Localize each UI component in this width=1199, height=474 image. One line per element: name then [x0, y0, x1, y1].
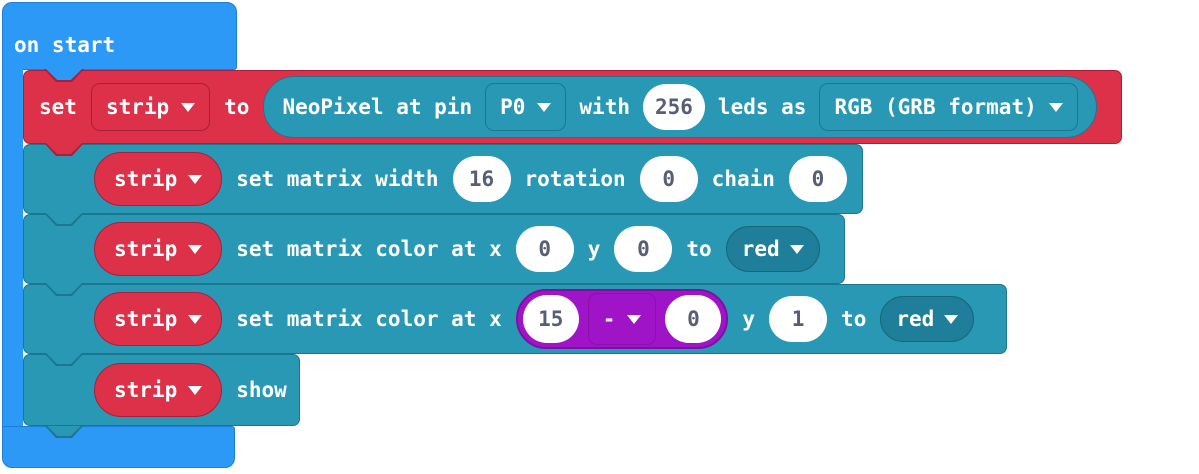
set-matrix-width-label: set matrix width [236, 167, 439, 191]
operand-b-input[interactable]: 0 [665, 295, 722, 343]
dropdown-arrow-icon [188, 314, 203, 324]
operand-b-value: 0 [687, 307, 700, 331]
dropdown-arrow-icon [188, 174, 203, 184]
operator-value: - [602, 307, 616, 331]
strip-show-block[interactable]: strip show [23, 354, 300, 426]
operand-a-input[interactable]: 15 [522, 295, 579, 343]
rotation-label: rotation [524, 167, 626, 191]
set-matrix-width-block[interactable]: strip set matrix width 16 rotation 0 cha… [23, 144, 863, 214]
operator-dropdown[interactable]: - [587, 293, 657, 345]
y-label: y [742, 307, 756, 331]
rotation-input[interactable]: 0 [639, 156, 698, 202]
set-matrix-color-block-1[interactable]: strip set matrix color at x 0 y 0 to red [23, 214, 845, 284]
x-input[interactable]: 0 [515, 226, 574, 272]
dropdown-arrow-icon [537, 102, 552, 112]
to-label: to [224, 95, 250, 119]
pin-dropdown[interactable]: P0 [485, 83, 567, 131]
color-dropdown[interactable]: red [725, 226, 820, 272]
dropdown-arrow-icon [627, 314, 642, 324]
variable-name: strip [114, 237, 178, 261]
dropdown-arrow-icon [944, 314, 959, 324]
strip-variable-dropdown[interactable]: strip [94, 292, 223, 346]
variable-name: strip [114, 167, 178, 191]
format-value: RGB (GRB format) [834, 95, 1037, 119]
strip-variable-dropdown[interactable]: strip [94, 222, 223, 276]
strip-variable-dropdown[interactable]: strip [94, 363, 223, 417]
to-label: to [686, 237, 712, 261]
y-value: 0 [637, 237, 650, 261]
y-input[interactable]: 1 [769, 296, 828, 342]
dropdown-arrow-icon [188, 385, 203, 395]
set-label: set [39, 95, 77, 119]
leds-count-value: 256 [654, 95, 693, 119]
color-value: red [896, 307, 935, 331]
puzzle-notch [44, 283, 84, 296]
variable-dropdown[interactable]: strip [90, 83, 211, 131]
puzzle-notch [44, 353, 84, 366]
leds-count-input[interactable]: 256 [642, 84, 705, 130]
on-start-bottom-bar [2, 426, 235, 468]
y-value: 1 [791, 307, 805, 331]
leds-as-label: leds as [717, 95, 807, 119]
rotation-value: 0 [662, 167, 675, 191]
y-label: y [587, 237, 601, 261]
variable-name: strip [114, 378, 178, 402]
variable-name: strip [105, 95, 170, 119]
pin-value: P0 [500, 95, 526, 119]
variable-name: strip [114, 307, 178, 331]
x-value: 0 [538, 237, 552, 261]
to-label: to [841, 307, 867, 331]
dropdown-arrow-icon [789, 244, 804, 254]
operand-a-value: 15 [538, 307, 564, 331]
show-label: show [236, 378, 287, 402]
set-variable-block[interactable]: set strip to NeoPixel at pin P0 with 256… [23, 70, 1122, 144]
matrix-width-value: 16 [468, 167, 495, 191]
neopixel-label: NeoPixel at pin [282, 95, 473, 119]
strip-variable-dropdown[interactable]: strip [94, 152, 223, 206]
on-start-label: on start [14, 33, 116, 57]
with-label: with [579, 95, 630, 119]
y-input[interactable]: 0 [614, 226, 673, 272]
math-subtraction-block[interactable]: 15 - 0 [515, 289, 729, 349]
set-matrix-color-block-2[interactable]: strip set matrix color at x 15 - 0 y 1 t… [23, 284, 1007, 354]
set-matrix-color-label: set matrix color at x [236, 307, 502, 331]
chain-value: 0 [811, 167, 825, 191]
on-start-left-spine [2, 66, 23, 428]
puzzle-notch [44, 69, 84, 82]
dropdown-arrow-icon [188, 244, 203, 254]
color-value: red [741, 237, 780, 261]
neopixel-reporter-block[interactable]: NeoPixel at pin P0 with 256 leds as RGB … [263, 76, 1097, 138]
matrix-width-input[interactable]: 16 [452, 156, 511, 202]
dropdown-arrow-icon [1048, 102, 1063, 112]
puzzle-notch [44, 143, 84, 156]
chain-input[interactable]: 0 [788, 156, 847, 202]
color-dropdown[interactable]: red [880, 296, 975, 342]
puzzle-notch [44, 213, 84, 226]
chain-label: chain [711, 167, 775, 191]
set-matrix-color-label: set matrix color at x [236, 237, 502, 261]
on-start-block[interactable]: on start [2, 2, 237, 70]
puzzle-notch [44, 425, 84, 438]
format-dropdown[interactable]: RGB (GRB format) [819, 83, 1078, 131]
dropdown-arrow-icon [181, 102, 196, 112]
